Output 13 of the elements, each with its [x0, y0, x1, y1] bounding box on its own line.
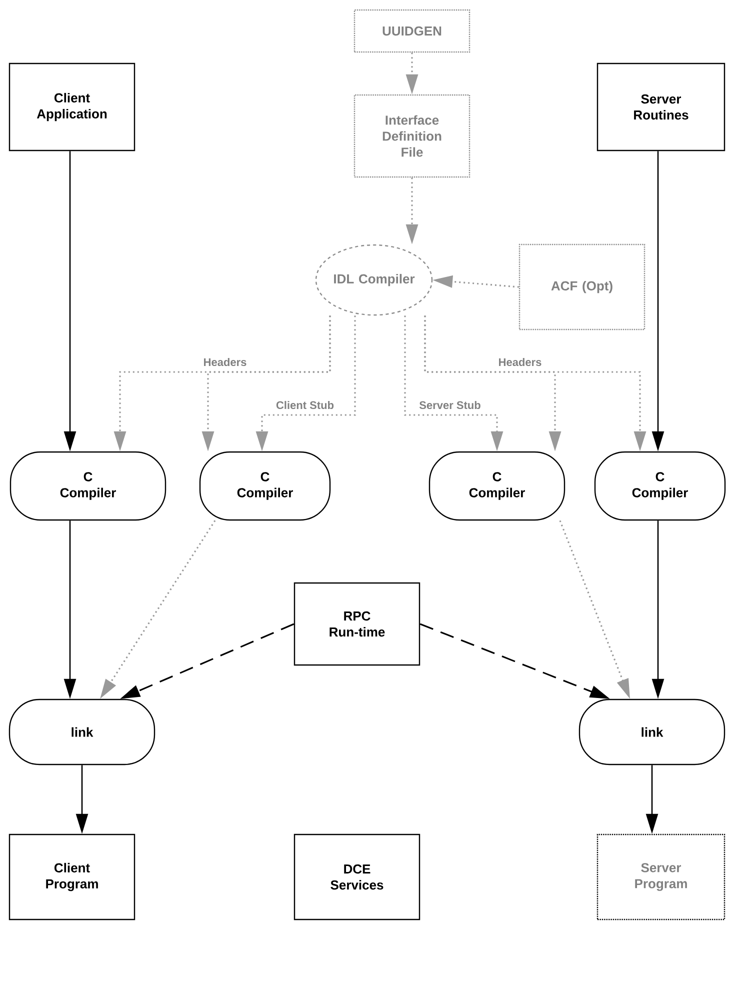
edge-label: Client Stub: [274, 400, 336, 410]
edge-label: Server Stub: [418, 400, 482, 410]
edge-label: Headers: [202, 356, 248, 368]
process-box: Interface Definition File: [354, 94, 470, 178]
process-box: Server Program: [596, 834, 726, 920]
process-box: Client Application: [8, 62, 136, 152]
process-box: DCE Services: [294, 834, 420, 920]
process-box: ACF (Opt): [518, 244, 646, 330]
process-box: UUIDGEN: [354, 9, 470, 53]
process-box: Server Routines: [596, 62, 726, 152]
process-box: RPC Run-time: [294, 582, 420, 666]
process-box: Client Program: [8, 834, 136, 920]
edge-label: Headers: [497, 356, 543, 368]
